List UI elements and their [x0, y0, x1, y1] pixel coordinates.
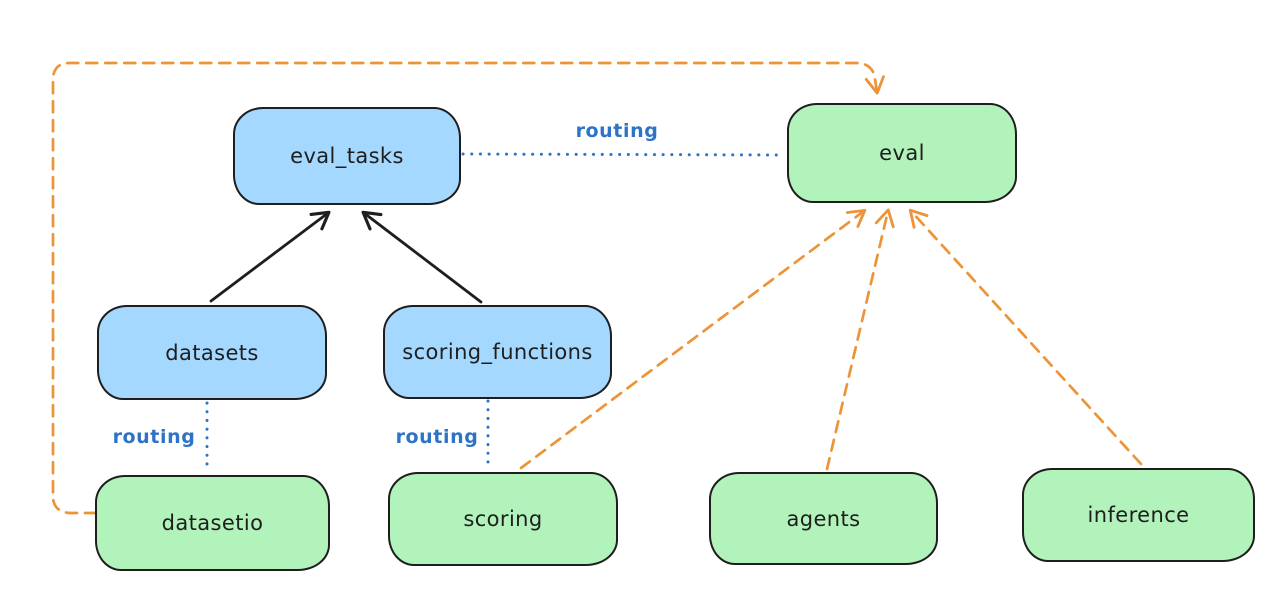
edge-scoring-functions-to-eval-tasks — [361, 210, 483, 304]
node-scoring-functions-label: scoring_functions — [402, 340, 593, 364]
routing-label-eval-tasks-eval: routing — [575, 120, 659, 142]
node-inference-label: inference — [1087, 503, 1190, 527]
node-eval-label: eval — [879, 141, 925, 165]
node-datasetio: datasetio — [95, 475, 330, 571]
edge-datasets-to-eval-tasks — [209, 210, 331, 303]
node-agents: agents — [709, 472, 938, 565]
node-datasetio-label: datasetio — [161, 511, 264, 535]
node-eval-tasks: eval_tasks — [233, 107, 461, 205]
edge-scoring-to-eval — [519, 208, 867, 470]
edge-agents-to-eval — [825, 208, 895, 471]
edge-inference-to-eval — [908, 208, 1143, 466]
edge-datasetio-to-eval — [51, 61, 885, 515]
node-datasets: datasets — [97, 305, 327, 400]
node-agents-label: agents — [786, 506, 861, 531]
node-scoring-label: scoring — [463, 507, 543, 531]
node-eval-tasks-label: eval_tasks — [290, 144, 404, 168]
node-scoring: scoring — [388, 472, 618, 566]
node-datasets-label: datasets — [165, 340, 259, 365]
node-eval: eval — [787, 103, 1017, 203]
routing-label-datasets-datasetio: routing — [112, 426, 196, 448]
edge-eval-tasks-to-eval-routing — [461, 152, 786, 157]
node-scoring-functions: scoring_functions — [383, 305, 612, 399]
node-inference: inference — [1022, 468, 1255, 562]
routing-label-scoring-functions-scoring: routing — [395, 426, 479, 448]
